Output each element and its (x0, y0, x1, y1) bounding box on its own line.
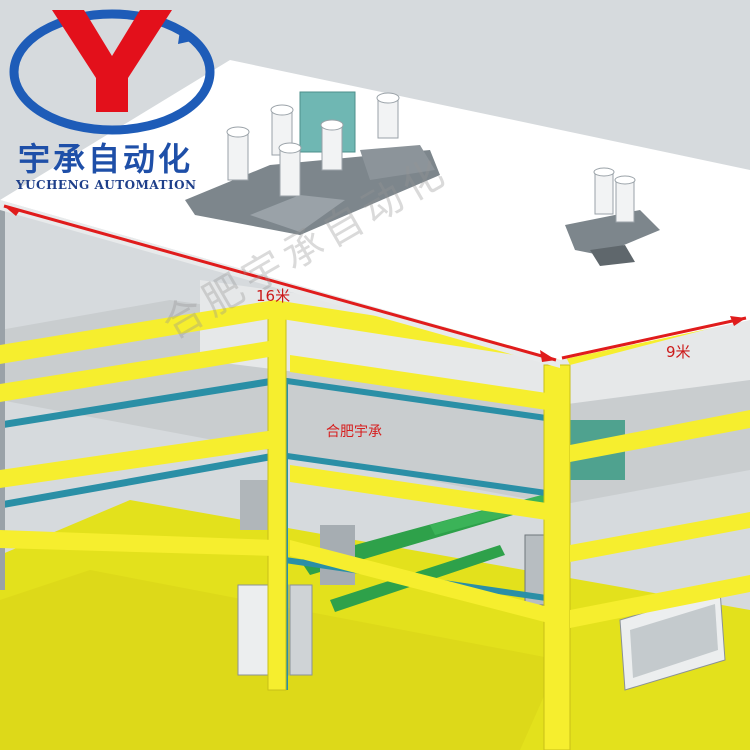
company-logo (9, 9, 215, 135)
width-label: 9米 (666, 343, 691, 361)
logo-swoosh (9, 9, 215, 135)
center-label: 合肥宇承 (326, 424, 382, 440)
brand-name-cn: 宇承自动化 (18, 140, 194, 178)
dosing-station-right (565, 210, 660, 255)
dimension-line-length (3, 204, 557, 362)
silo-cylinders (226, 92, 400, 197)
teal-beam (0, 376, 281, 429)
logo-y-mark (52, 10, 172, 112)
frame-post (543, 364, 571, 750)
length-label: 16米 (256, 287, 291, 305)
brand-name-en: YUCHENG AUTOMATION (16, 178, 197, 192)
dimension-line-width (561, 316, 747, 360)
top-platform (0, 60, 750, 360)
